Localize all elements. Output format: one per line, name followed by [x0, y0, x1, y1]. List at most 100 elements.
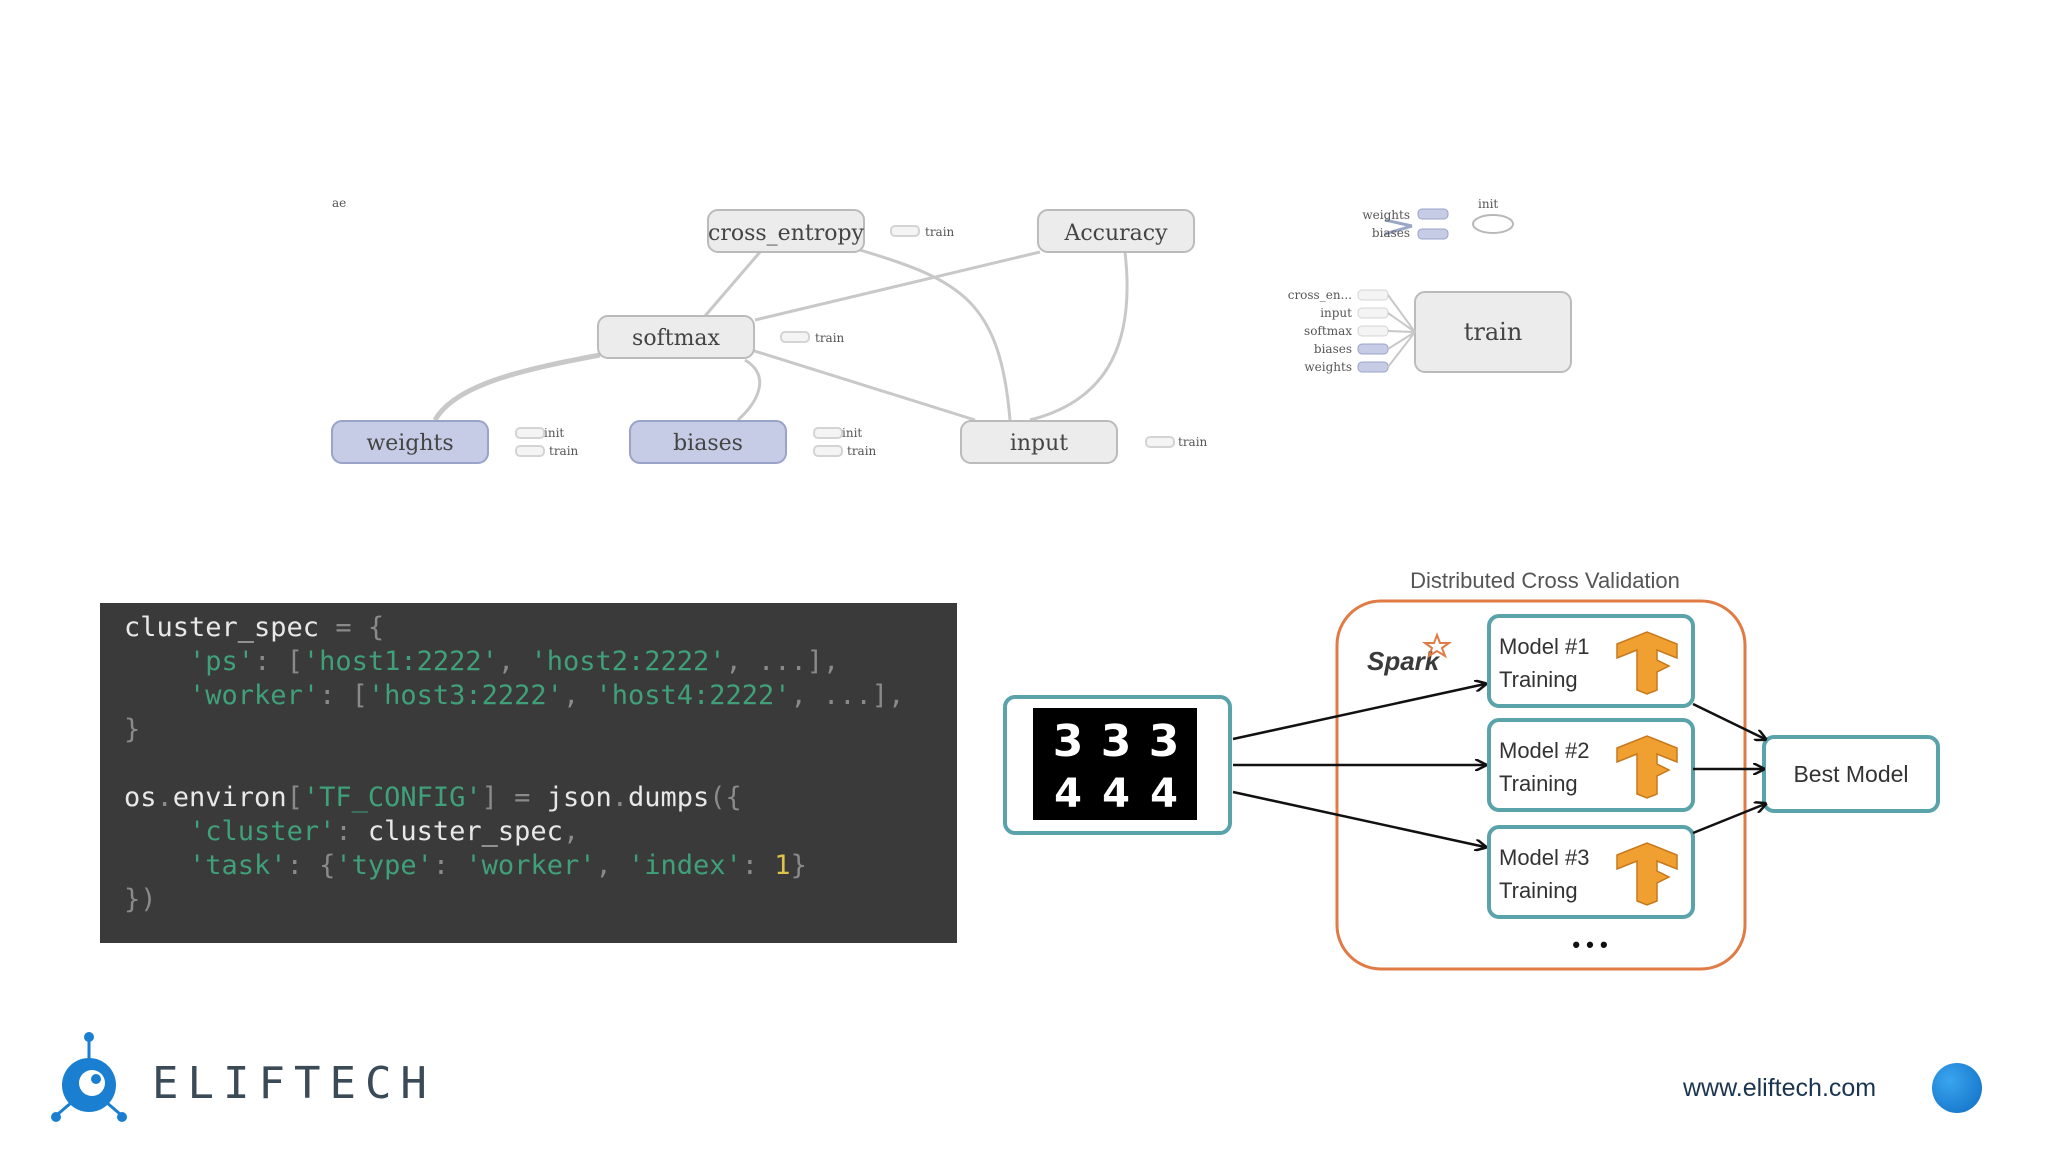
aux-train-label: train [847, 444, 877, 458]
code-token: : [335, 816, 368, 847]
model-label: Model #2 [1499, 738, 1590, 763]
code-token: , [562, 680, 596, 711]
svg-text:train: train [1464, 318, 1523, 346]
edge-cross-input [859, 248, 1012, 421]
code-line: }) [124, 883, 157, 917]
node-input[interactable]: input [960, 420, 1118, 464]
website-link[interactable]: www.eliftech.com [1683, 1074, 1877, 1102]
tensorflow-icon [1616, 842, 1678, 906]
train-input-edge [1387, 331, 1416, 368]
aux-train-port [1145, 436, 1175, 448]
model-box-3[interactable]: Model #3 Training [1487, 825, 1695, 919]
code-token: [ [286, 782, 303, 813]
model-label: Training [1499, 878, 1578, 903]
aux-train-label: train [815, 331, 845, 345]
code-token: 'worker' [189, 680, 320, 711]
code-token: } [124, 714, 141, 745]
code-token: json [546, 782, 612, 813]
code-line: 'cluster': cluster_spec, [124, 815, 579, 849]
code-token: . [611, 782, 628, 813]
train-input-label: softmax [1304, 324, 1352, 338]
mnist-digit: 4 [1054, 771, 1082, 817]
model-label: Training [1499, 771, 1578, 796]
code-token: . [156, 782, 173, 813]
svg-text:weights: weights [366, 431, 453, 456]
model-label: Model #3 [1499, 845, 1590, 870]
aux-train-port [515, 445, 545, 457]
mnist-digit: 3 [1149, 716, 1180, 767]
mnist-digit: 4 [1102, 771, 1130, 817]
code-line: 'worker': ['host3:2222', 'host4:2222', .… [124, 679, 904, 713]
arrow-model-3-best [1692, 804, 1765, 835]
mnist-digit: 3 [1101, 716, 1132, 767]
code-token: cluster_spec [367, 816, 563, 847]
edge-accuracy-softmax [754, 250, 1041, 322]
code-token: : [ [254, 646, 303, 677]
aux-init-label: init [544, 426, 564, 440]
arrow-to-model-1 [1232, 684, 1485, 741]
node-weights[interactable]: weights [331, 420, 489, 464]
edge-softmax-weights [432, 352, 601, 422]
svg-text:input: input [1010, 431, 1068, 456]
arrow-to-model-3 [1232, 790, 1485, 847]
code-token: 'index' [627, 850, 742, 881]
code-token: } [790, 850, 807, 881]
model-box-2[interactable]: Model #2 Training [1487, 718, 1695, 812]
edge-cross-softmax [703, 251, 762, 317]
train-input-label: input [1320, 306, 1352, 320]
code-token: 'task' [189, 850, 287, 881]
train-input-edge [1387, 294, 1416, 333]
tensorflow-icon [1616, 631, 1678, 695]
code-token: 'host4:2222' [595, 680, 791, 711]
train-input-label: cross_en... [1288, 288, 1352, 302]
code-token: = { [335, 612, 385, 643]
tensorflow-icon [1616, 735, 1678, 799]
train-input-label: biases [1314, 342, 1352, 356]
code-token: , [595, 850, 628, 881]
code-token: , [497, 646, 531, 677]
svg-text:Accuracy: Accuracy [1063, 221, 1168, 246]
code-token: cluster_spec [124, 612, 336, 643]
aux-init-label: init [842, 426, 862, 440]
init-node[interactable] [1472, 214, 1514, 234]
edge-softmax-biases [736, 358, 762, 422]
code-token: , ...], [725, 646, 840, 677]
node-biases[interactable]: biases [629, 420, 787, 464]
edge-accuracy-input [1029, 251, 1129, 422]
node-softmax[interactable]: softmax [597, 315, 755, 359]
code-token: : [741, 850, 775, 881]
code-line: cluster_spec = { [124, 611, 384, 645]
code-token: 'ps' [189, 646, 255, 677]
aux-train-port [813, 445, 843, 457]
spark-star-icon [1421, 632, 1453, 659]
code-token: environ [172, 782, 287, 813]
svg-text:softmax: softmax [632, 326, 720, 351]
code-line: 'ps': ['host1:2222', 'host2:2222', ...], [124, 645, 839, 679]
code-token: 'worker' [465, 850, 596, 881]
code-token: : { [286, 850, 336, 881]
code-token: 'TF_CONFIG' [302, 782, 482, 813]
arrow-model-1-best [1692, 702, 1765, 739]
code-token: }) [124, 884, 157, 915]
model-label: Training [1499, 667, 1578, 692]
node-cross-entropy[interactable]: cross_entropy [707, 209, 865, 253]
train-input-edge [1387, 330, 1416, 333]
svg-text:biases: biases [673, 431, 743, 456]
mnist-digit: 4 [1150, 771, 1178, 817]
model-label: Model #1 [1499, 634, 1590, 659]
best-model-box[interactable]: Best Model [1762, 735, 1940, 813]
train-input-label: weights [1304, 360, 1352, 374]
node-accuracy[interactable]: Accuracy [1037, 209, 1195, 253]
model-box-1[interactable]: Model #1 Training [1487, 614, 1695, 708]
mnist-digits-image [1033, 708, 1197, 820]
aux-train-label: train [925, 225, 955, 239]
code-line: } [124, 713, 140, 747]
node-train[interactable]: train [1414, 291, 1572, 373]
code-token: : [432, 850, 466, 881]
code-token: 'host1:2222' [302, 646, 498, 677]
code-token: 'host2:2222' [530, 646, 726, 677]
spark-logo: Spark [1367, 632, 1453, 676]
train-input-edge [1387, 312, 1416, 333]
